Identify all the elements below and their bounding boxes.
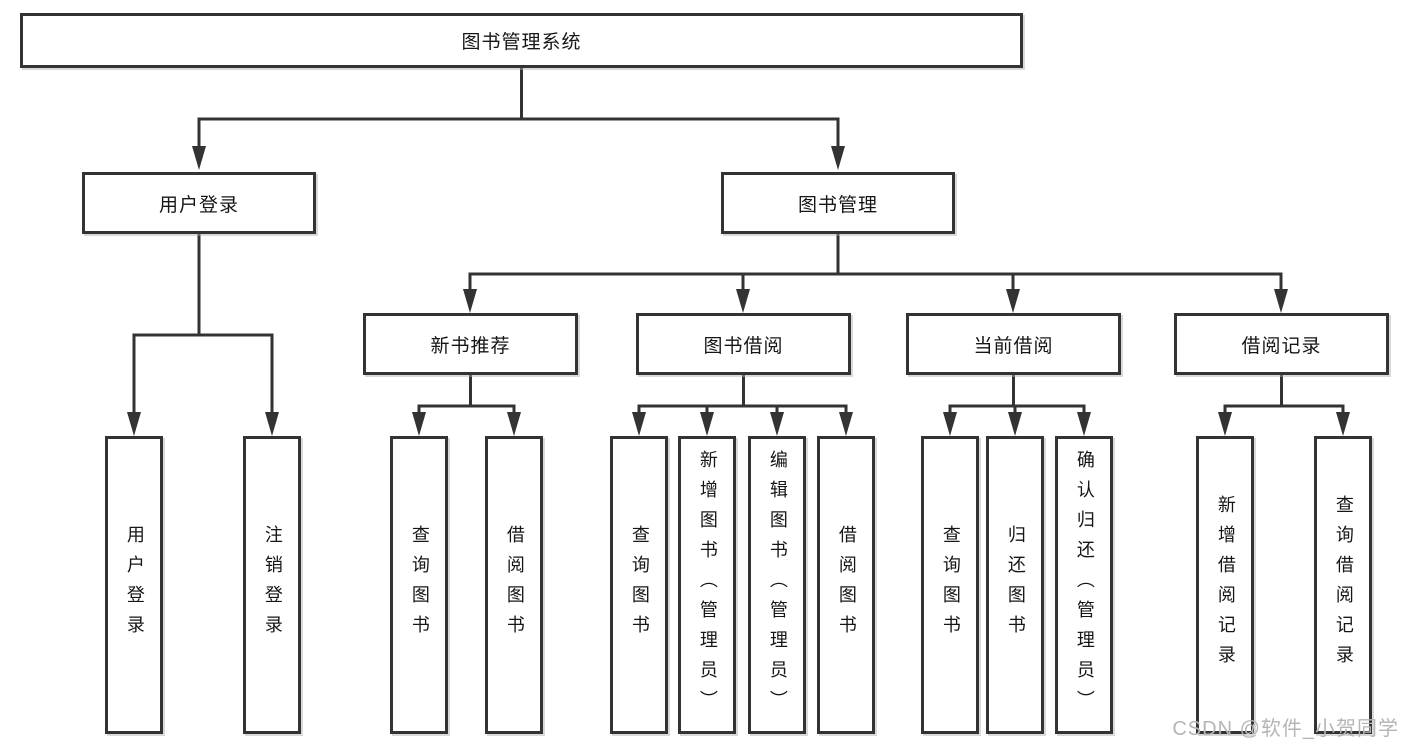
arrowhead bbox=[700, 412, 714, 436]
leaf-borrow-books-recommend: 借阅图书 bbox=[485, 436, 543, 734]
node-label: 借阅图书 bbox=[504, 525, 525, 645]
leaf-borrow-books: 借阅图书 bbox=[817, 436, 875, 734]
node-label: 新增借阅记录 bbox=[1215, 495, 1236, 675]
node-label: 注销登录 bbox=[262, 525, 283, 645]
arrowhead bbox=[943, 412, 957, 436]
leaf-edit-books-admin: 编辑图书（管理员） bbox=[748, 436, 806, 734]
node-library-management-system: 图书管理系统 bbox=[20, 13, 1023, 68]
node-label: 用户登录 bbox=[158, 194, 239, 216]
leaf-logout-login: 注销登录 bbox=[243, 436, 301, 734]
arrowhead bbox=[192, 146, 206, 170]
node-label: 新增图书（管理员） bbox=[697, 450, 718, 720]
node-label: 编辑图书（管理员） bbox=[767, 450, 788, 720]
arrowhead bbox=[1274, 289, 1288, 313]
node-label: 图书管理系统 bbox=[461, 32, 582, 53]
arrowheads bbox=[127, 146, 1350, 436]
node-new-book-recommendation: 新书推荐 bbox=[363, 313, 578, 375]
node-book-borrowing: 图书借阅 bbox=[636, 313, 851, 375]
node-label: 确认归还（管理员） bbox=[1074, 450, 1095, 720]
node-label: 图书借阅 bbox=[703, 335, 784, 357]
connector-lines bbox=[132, 66, 1345, 418]
leaf-query-books-recommend: 查询图书 bbox=[390, 436, 448, 734]
arrowhead bbox=[1218, 412, 1232, 436]
node-label: 借阅图书 bbox=[836, 525, 857, 645]
arrowhead bbox=[507, 412, 521, 436]
leaf-add-borrow-record: 新增借阅记录 bbox=[1196, 436, 1254, 734]
leaf-query-books-current: 查询图书 bbox=[921, 436, 979, 734]
node-label: 查询借阅记录 bbox=[1333, 495, 1354, 675]
arrowhead bbox=[1336, 412, 1350, 436]
arrowhead bbox=[127, 412, 141, 436]
leaf-add-books-admin: 新增图书（管理员） bbox=[678, 436, 736, 734]
leaf-user-login: 用户登录 bbox=[105, 436, 163, 734]
arrowhead bbox=[736, 289, 750, 313]
arrowhead bbox=[265, 412, 279, 436]
node-label: 查询图书 bbox=[940, 525, 961, 645]
arrowhead bbox=[1077, 412, 1091, 436]
node-label: 用户登录 bbox=[124, 525, 145, 645]
node-book-management: 图书管理 bbox=[721, 172, 955, 234]
node-label: 查询图书 bbox=[629, 525, 650, 645]
arrowhead bbox=[831, 146, 845, 170]
leaf-confirm-return-admin: 确认归还（管理员） bbox=[1055, 436, 1113, 734]
arrowhead bbox=[632, 412, 646, 436]
node-label: 借阅记录 bbox=[1241, 335, 1322, 357]
csdn-watermark: CSDN @软件_小贺同学 bbox=[1172, 718, 1399, 740]
node-label: 新书推荐 bbox=[430, 335, 511, 357]
leaf-query-borrow-record: 查询借阅记录 bbox=[1314, 436, 1372, 734]
node-label: 当前借阅 bbox=[973, 335, 1054, 357]
arrowhead bbox=[412, 412, 426, 436]
arrowhead bbox=[770, 412, 784, 436]
arrowhead bbox=[839, 412, 853, 436]
arrowhead bbox=[1008, 412, 1022, 436]
arrowhead bbox=[463, 289, 477, 313]
leaf-query-books-borrow: 查询图书 bbox=[610, 436, 668, 734]
node-user-login: 用户登录 bbox=[82, 172, 316, 234]
node-label: 图书管理 bbox=[797, 194, 878, 216]
node-borrowing-records: 借阅记录 bbox=[1174, 313, 1389, 375]
node-label: 归还图书 bbox=[1005, 525, 1026, 645]
node-label: 查询图书 bbox=[409, 525, 430, 645]
node-current-borrowing: 当前借阅 bbox=[906, 313, 1121, 375]
arrowhead bbox=[1006, 289, 1020, 313]
leaf-return-books: 归还图书 bbox=[986, 436, 1044, 734]
